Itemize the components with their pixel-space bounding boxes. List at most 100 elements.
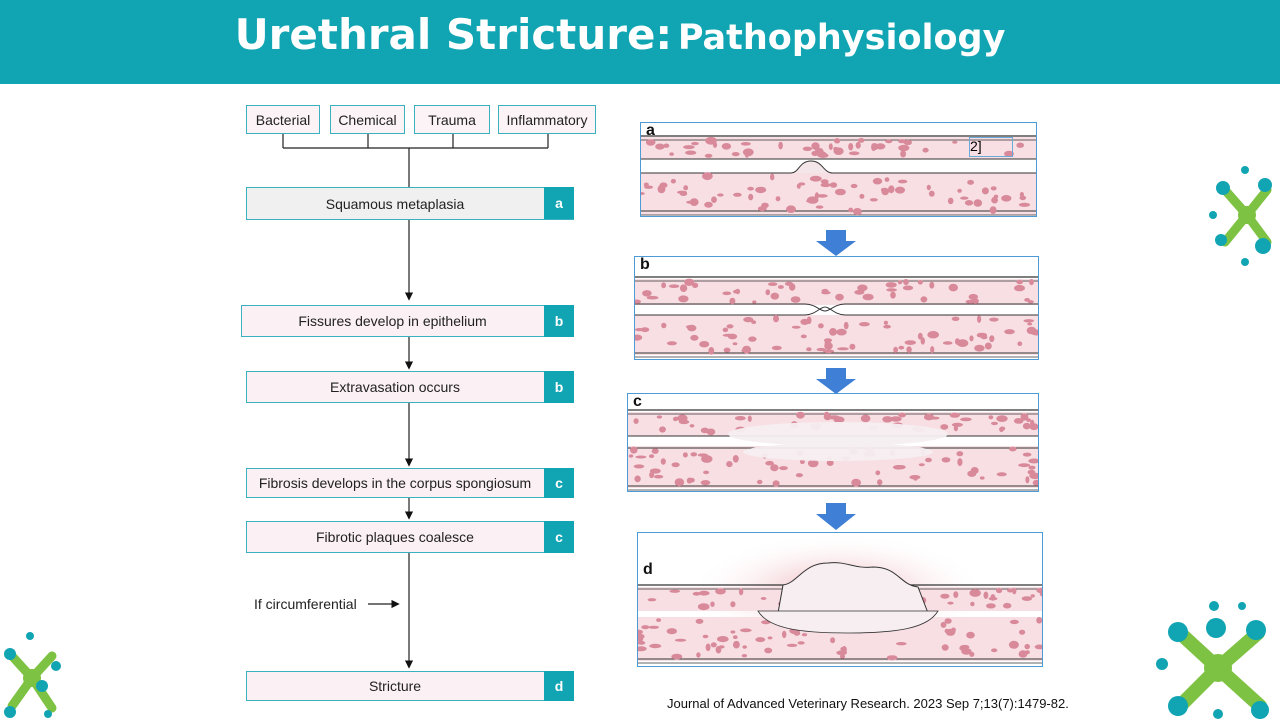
tissue-blob — [902, 285, 914, 291]
cause-trauma: Trauma — [414, 105, 490, 134]
tissue-blob — [807, 459, 819, 468]
tissue-blob — [960, 196, 969, 200]
tissue-blob — [669, 589, 681, 593]
tissue-blob — [849, 343, 856, 350]
tissue-blob — [1016, 279, 1023, 285]
tissue-blob — [1028, 458, 1038, 464]
tissue-blob — [957, 458, 963, 467]
tissue-blob — [959, 645, 968, 651]
step-squamous-metaplasia: Squamous metaplasia a — [246, 187, 574, 220]
tissue-blob — [655, 143, 665, 150]
panel-a: a — [640, 122, 1037, 217]
tissue-blob — [722, 333, 735, 337]
tissue-blob — [828, 143, 833, 150]
tissue-blob — [882, 416, 893, 423]
tissue-blob — [839, 654, 846, 659]
tissue-blob — [671, 462, 680, 468]
tissue-blob — [850, 183, 858, 189]
tissue-blob — [1029, 423, 1038, 431]
tissue-blob — [820, 182, 831, 188]
tissue-blob — [686, 477, 692, 484]
tissue-blob — [996, 472, 1007, 477]
tissue-blob — [791, 325, 801, 329]
tissue-blob — [918, 463, 925, 467]
urethra-illustration-b — [635, 276, 1038, 358]
tissue-blob — [969, 589, 981, 597]
tissue-blob — [956, 451, 964, 457]
tissue-blob — [884, 177, 890, 182]
tissue-blob — [718, 645, 725, 649]
tissue-blob — [815, 205, 824, 209]
tissue-blob — [896, 642, 907, 646]
tissue-blob — [671, 653, 683, 660]
tissue-blob — [768, 282, 778, 286]
tissue-blob — [835, 293, 844, 301]
tissue-blob — [712, 141, 718, 148]
tissue-blob — [705, 643, 711, 652]
tissue-blob — [977, 315, 982, 323]
tissue-blob — [834, 138, 841, 144]
tissue-blob — [666, 341, 677, 346]
tissue-blob — [953, 425, 958, 432]
tissue-blob — [818, 323, 824, 329]
tissue-blob — [633, 464, 645, 469]
tissue-blob — [872, 177, 883, 185]
tissue-blob — [888, 185, 895, 194]
tissue-blob — [797, 641, 805, 645]
tissue-blob — [683, 145, 695, 150]
tissue-blob — [661, 322, 667, 329]
tissue-blob — [848, 207, 854, 213]
tissue-blob — [747, 415, 752, 422]
tissue-blob — [973, 199, 983, 207]
tissue-blob — [651, 448, 659, 454]
step-label: Squamous metaplasia — [325, 195, 465, 212]
tissue-blob — [659, 426, 666, 433]
tissue-blob — [875, 470, 881, 476]
tissue-blob — [947, 197, 954, 205]
tissue-blob — [715, 588, 726, 595]
tissue-blob — [989, 335, 995, 343]
tissue-blob — [775, 196, 781, 202]
tissue-blob — [840, 646, 847, 652]
tissue-blob — [659, 182, 668, 188]
tissue-blob — [721, 143, 732, 150]
tissue-blob — [717, 636, 729, 643]
tissue-blob — [649, 471, 655, 479]
tissue-blob — [708, 347, 715, 355]
tissue-blob — [989, 206, 997, 214]
tissue-blob — [733, 289, 738, 294]
tissue-blob — [641, 625, 650, 630]
tissue-blob — [957, 188, 962, 193]
tissue-blob — [903, 279, 909, 286]
tissue-blob — [970, 467, 979, 474]
tissue-blob — [732, 455, 739, 463]
tissue-blob — [649, 643, 662, 649]
tissue-blob — [777, 285, 784, 289]
tissue-blob — [1016, 142, 1024, 148]
tissue-blob — [885, 282, 897, 288]
tissue-blob — [729, 297, 736, 305]
tissue-blob — [743, 316, 754, 323]
tissue-blob — [833, 147, 844, 155]
tissue-blob — [691, 141, 699, 146]
tissue-blob — [829, 182, 838, 188]
panel-b: b — [634, 256, 1039, 360]
tissue-blob — [930, 346, 935, 354]
tissue-blob — [786, 205, 796, 213]
tissue-blob — [967, 179, 974, 185]
tissue-blob — [988, 415, 994, 420]
tissue-blob — [1027, 469, 1036, 475]
tissue-blob — [859, 193, 865, 199]
tissue-blob — [1003, 602, 1012, 609]
tissue-blob — [656, 415, 663, 419]
tissue-blob — [633, 418, 639, 424]
down-arrow-icon — [816, 368, 856, 394]
tissue-blob — [647, 598, 657, 602]
tissue-blob — [944, 628, 949, 634]
tissue-blob — [790, 296, 801, 303]
tissue-blob — [969, 335, 974, 342]
tissue-blob — [669, 152, 674, 156]
tissue-blob — [710, 601, 715, 607]
tissue-blob — [824, 342, 833, 350]
